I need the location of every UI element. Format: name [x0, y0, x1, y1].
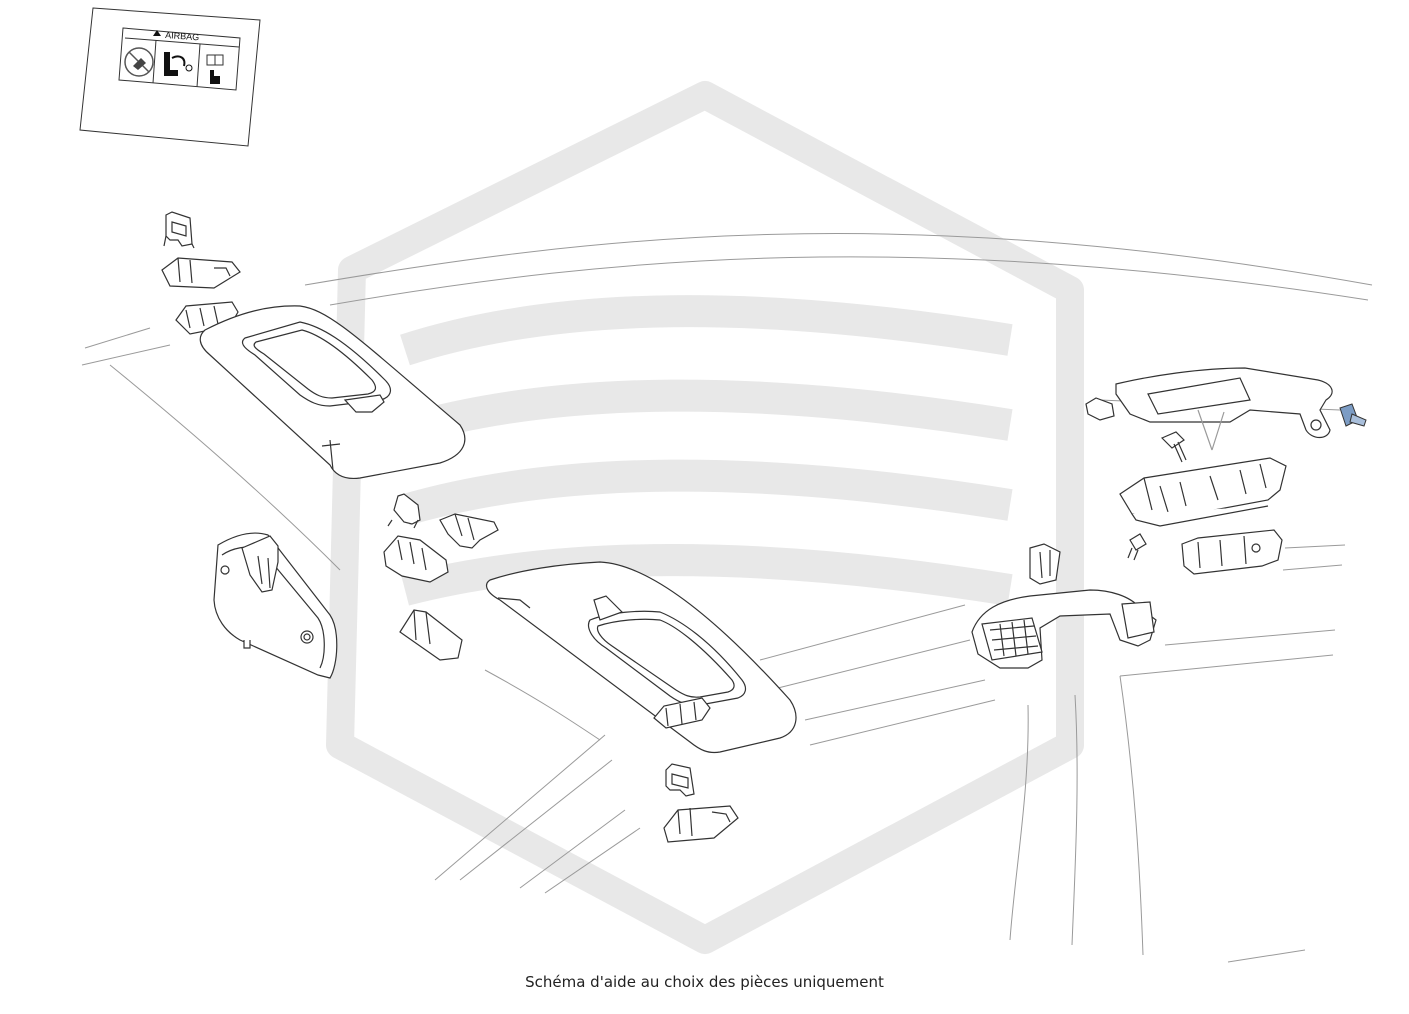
grab-handle-clip [1029, 543, 1061, 585]
console-mounting-bracket [1115, 367, 1333, 451]
right-visor-clip-upper [665, 763, 695, 797]
brand-logo-watermark [326, 81, 1084, 954]
left-visor-clip-upper [163, 211, 195, 249]
diagram-caption: Schéma d'aide au choix des pièces unique… [525, 973, 884, 991]
airbag-label-title: AIRBAG [165, 30, 200, 42]
read-manual-icon [206, 54, 224, 84]
console-small-screw [1127, 533, 1147, 561]
right-visor-hinge-bracket [653, 697, 711, 729]
left-visor-clip-base [161, 257, 241, 289]
middle-cable-clip [387, 493, 421, 529]
overhead-control-panel [1181, 529, 1283, 575]
no-child-seat-icon [124, 47, 154, 77]
rear-view-mirror [213, 532, 338, 679]
middle-clip-cover [399, 609, 463, 661]
middle-connector [439, 513, 499, 549]
right-sun-visor [485, 561, 797, 754]
overhead-light-module [1119, 457, 1287, 527]
rear-facing-seat-icon [164, 52, 193, 76]
right-visor-clip-base [663, 805, 739, 843]
blue-fastener-screw [1339, 403, 1367, 427]
left-sun-visor [199, 305, 466, 480]
console-bracket-clip [1085, 397, 1115, 421]
middle-hinge-bracket [383, 535, 449, 583]
console-screw [1160, 431, 1187, 463]
roof-outline [81, 233, 1373, 963]
warning-triangle-icon [153, 30, 161, 36]
airbag-warning-label: AIRBAG [79, 7, 261, 147]
roof-grab-handle [971, 589, 1157, 669]
